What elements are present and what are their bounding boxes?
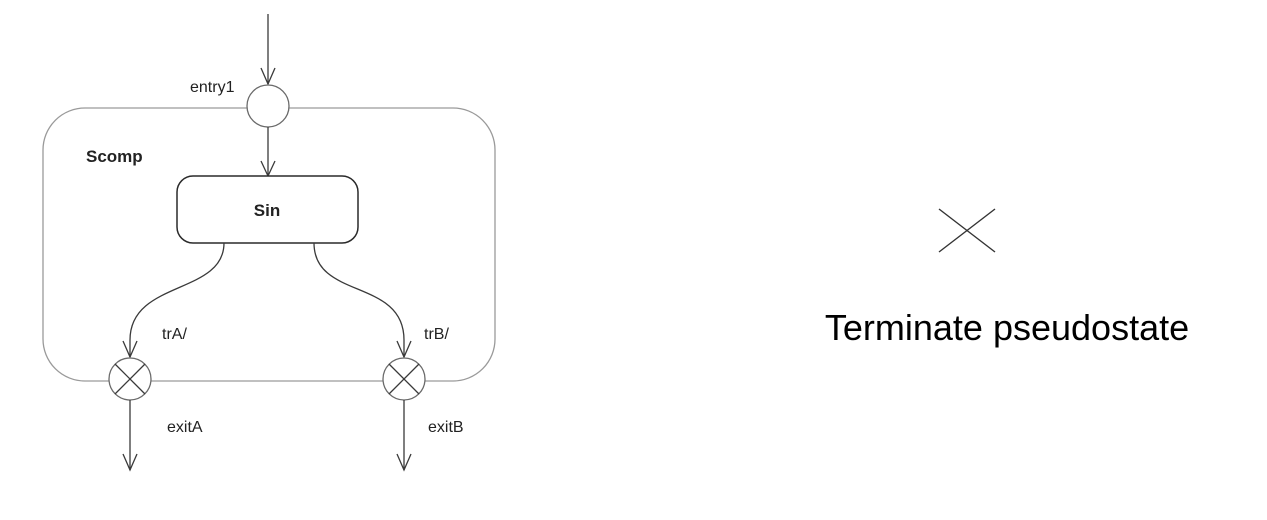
- exit-A-outgoing-arrow: [122, 400, 138, 472]
- entry-point-label: entry1: [190, 79, 235, 96]
- exit-B-outgoing-arrow: [396, 400, 412, 472]
- terminate-pseudostate-icon: [938, 208, 996, 253]
- terminate-pseudostate-caption: Terminate pseudostate: [825, 307, 1189, 348]
- inner-state-box: [176, 175, 359, 244]
- composite-state-name: Scomp: [86, 147, 143, 166]
- exit-point-B-label: exitB: [428, 419, 464, 436]
- inner-state-name: Sin: [254, 201, 280, 220]
- exit-point-A-label: exitA: [167, 419, 203, 436]
- entry-point-circle: [246, 84, 290, 128]
- transition-trB-label: trB/: [424, 326, 449, 343]
- transition-trA-arrow: [122, 242, 225, 359]
- exit-point-B-icon: [382, 357, 426, 401]
- transition-trB-arrow: [313, 242, 412, 359]
- transition-trA-label: trA/: [162, 326, 187, 343]
- exit-point-A-icon: [108, 357, 152, 401]
- incoming-arrow: [260, 14, 276, 86]
- entry-to-sin-arrow: [260, 127, 276, 178]
